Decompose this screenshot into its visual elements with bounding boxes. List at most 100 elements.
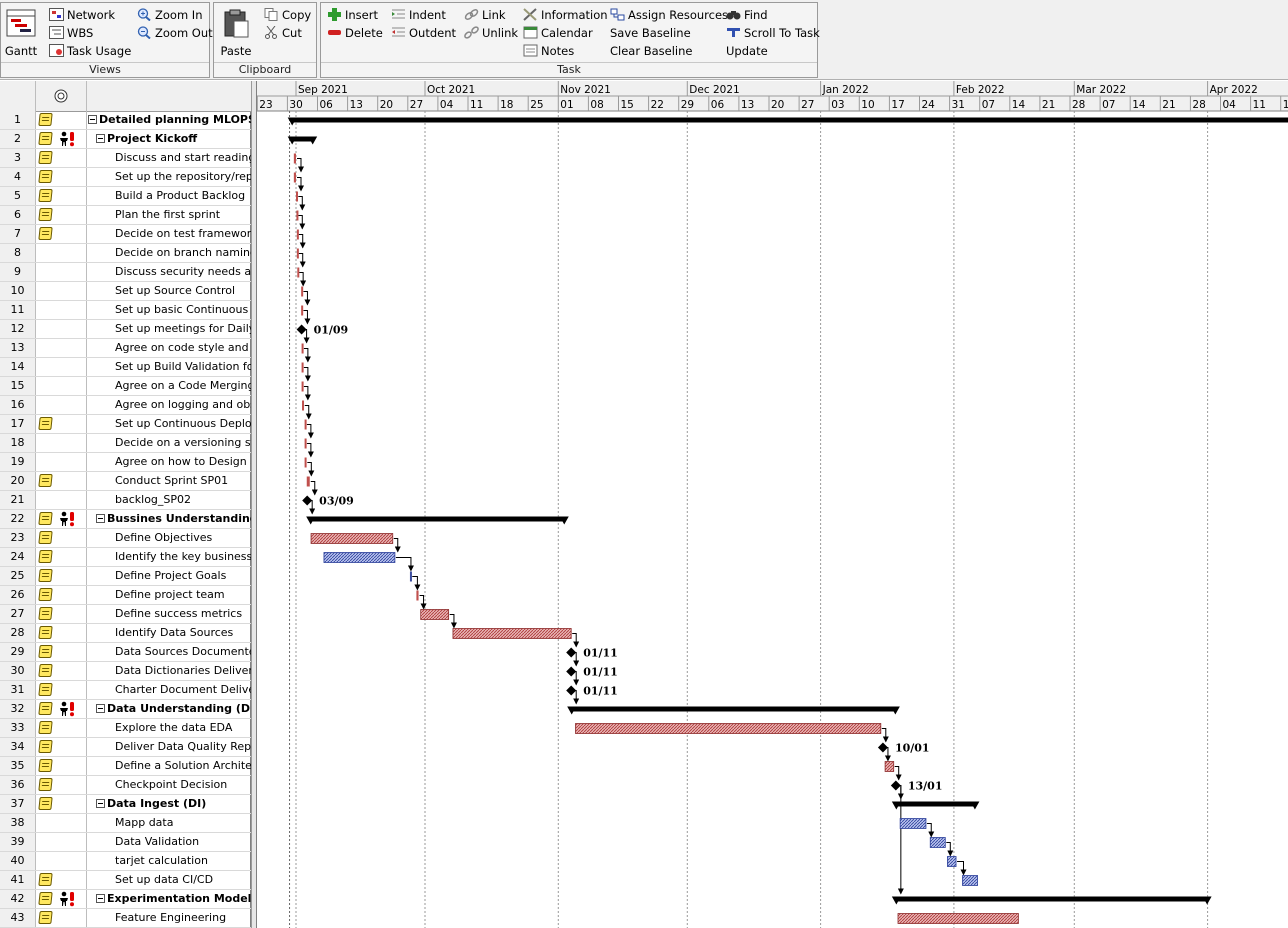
resource-conflict-icon[interactable] <box>59 701 76 717</box>
note-icon[interactable] <box>38 417 53 430</box>
task-name[interactable]: Define a Solution Architecture <box>87 757 251 775</box>
row-number[interactable]: 7 <box>0 225 36 243</box>
unlink-button[interactable]: Unlink <box>464 25 518 42</box>
row-number[interactable]: 1 <box>0 111 36 129</box>
save-baseline-button[interactable]: Save Baseline <box>610 25 691 42</box>
note-icon[interactable] <box>38 512 53 525</box>
summary-task-name[interactable]: Data Understanding (DU) <box>87 700 251 718</box>
task-row[interactable]: 16 Agree on logging and observa <box>0 396 251 415</box>
task-name[interactable]: Agree on logging and observa <box>87 396 251 414</box>
task-name[interactable]: Set up data CI/CD <box>87 871 251 889</box>
row-number[interactable]: 36 <box>0 776 36 794</box>
row-number[interactable]: 20 <box>0 472 36 490</box>
task-name[interactable]: Conduct Sprint SP01 <box>87 472 251 490</box>
notes-button[interactable]: Notes <box>523 43 574 60</box>
task-name[interactable]: Set up Source Control <box>87 282 251 300</box>
collapse-icon[interactable] <box>96 704 105 713</box>
task-name[interactable]: Define success metrics <box>87 605 251 623</box>
row-number[interactable]: 33 <box>0 719 36 737</box>
task-name[interactable]: Set up Build Validation for Pu <box>87 358 251 376</box>
row-number[interactable]: 23 <box>0 529 36 547</box>
task-name[interactable]: Data Validation <box>87 833 251 851</box>
task-name[interactable]: Decide on test frameworks and <box>87 225 251 243</box>
task-row[interactable]: 2 Project Kickoff <box>0 130 251 149</box>
row-number[interactable]: 29 <box>0 643 36 661</box>
row-number[interactable]: 41 <box>0 871 36 889</box>
row-number[interactable]: 17 <box>0 415 36 433</box>
row-number[interactable]: 2 <box>0 130 36 148</box>
note-icon[interactable] <box>38 664 53 677</box>
zoom-out-button[interactable]: Zoom Out <box>137 25 213 42</box>
row-number[interactable]: 32 <box>0 700 36 718</box>
row-number[interactable]: 31 <box>0 681 36 699</box>
collapse-icon[interactable] <box>96 514 105 523</box>
row-number-header[interactable] <box>0 81 36 111</box>
row-number[interactable]: 22 <box>0 510 36 528</box>
note-icon[interactable] <box>38 873 53 886</box>
task-name[interactable]: Plan the first sprint <box>87 206 251 224</box>
note-icon[interactable] <box>38 892 53 905</box>
row-number[interactable]: 14 <box>0 358 36 376</box>
row-number[interactable]: 9 <box>0 263 36 281</box>
row-number[interactable]: 25 <box>0 567 36 585</box>
note-icon[interactable] <box>38 189 53 202</box>
task-row[interactable]: 20 Conduct Sprint SP01 <box>0 472 251 491</box>
task-row[interactable]: 38 Mapp data <box>0 814 251 833</box>
task-row[interactable]: 41 Set up data CI/CD <box>0 871 251 890</box>
resource-conflict-icon[interactable] <box>59 511 76 527</box>
task-name[interactable]: tarjet calculation <box>87 852 251 870</box>
task-name[interactable]: Agree on a Code Merging stra <box>87 377 251 395</box>
task-name[interactable]: Agree on code style and on <box>87 339 251 357</box>
note-icon[interactable] <box>38 151 53 164</box>
note-icon[interactable] <box>38 740 53 753</box>
row-number[interactable]: 4 <box>0 168 36 186</box>
task-row[interactable]: 27 Define success metrics <box>0 605 251 624</box>
resource-conflict-icon[interactable] <box>59 891 76 907</box>
delete-button[interactable]: Delete <box>327 25 383 42</box>
row-number[interactable]: 5 <box>0 187 36 205</box>
task-name[interactable]: backlog_SP02 <box>87 491 251 509</box>
task-name[interactable]: Define Project Goals <box>87 567 251 585</box>
task-name[interactable]: Mapp data <box>87 814 251 832</box>
note-icon[interactable] <box>38 208 53 221</box>
note-icon[interactable] <box>38 626 53 639</box>
summary-task-name[interactable]: Project Kickoff <box>87 130 251 148</box>
note-icon[interactable] <box>38 683 53 696</box>
note-icon[interactable] <box>38 721 53 734</box>
task-name[interactable]: Discuss and start reading the <box>87 149 251 167</box>
note-icon[interactable] <box>38 569 53 582</box>
summary-task-name[interactable]: Experimentation Modeling (EM) <box>87 890 251 908</box>
task-name[interactable]: Set up Continuous Deployment <box>87 415 251 433</box>
note-icon[interactable] <box>38 911 53 924</box>
paste-button[interactable]: Paste <box>217 9 255 58</box>
task-name[interactable]: Define project team <box>87 586 251 604</box>
row-number[interactable]: 16 <box>0 396 36 414</box>
task-name[interactable]: Data Sources Documented <box>87 643 251 661</box>
note-icon[interactable] <box>38 607 53 620</box>
note-icon[interactable] <box>38 531 53 544</box>
note-icon[interactable] <box>38 227 53 240</box>
clear-baseline-button[interactable]: Clear Baseline <box>610 43 693 60</box>
row-number[interactable]: 27 <box>0 605 36 623</box>
note-icon[interactable] <box>38 170 53 183</box>
row-number[interactable]: 15 <box>0 377 36 395</box>
row-number[interactable]: 38 <box>0 814 36 832</box>
row-number[interactable]: 19 <box>0 453 36 471</box>
task-name-header[interactable] <box>87 81 251 111</box>
task-row[interactable]: 17 Set up Continuous Deployment <box>0 415 251 434</box>
